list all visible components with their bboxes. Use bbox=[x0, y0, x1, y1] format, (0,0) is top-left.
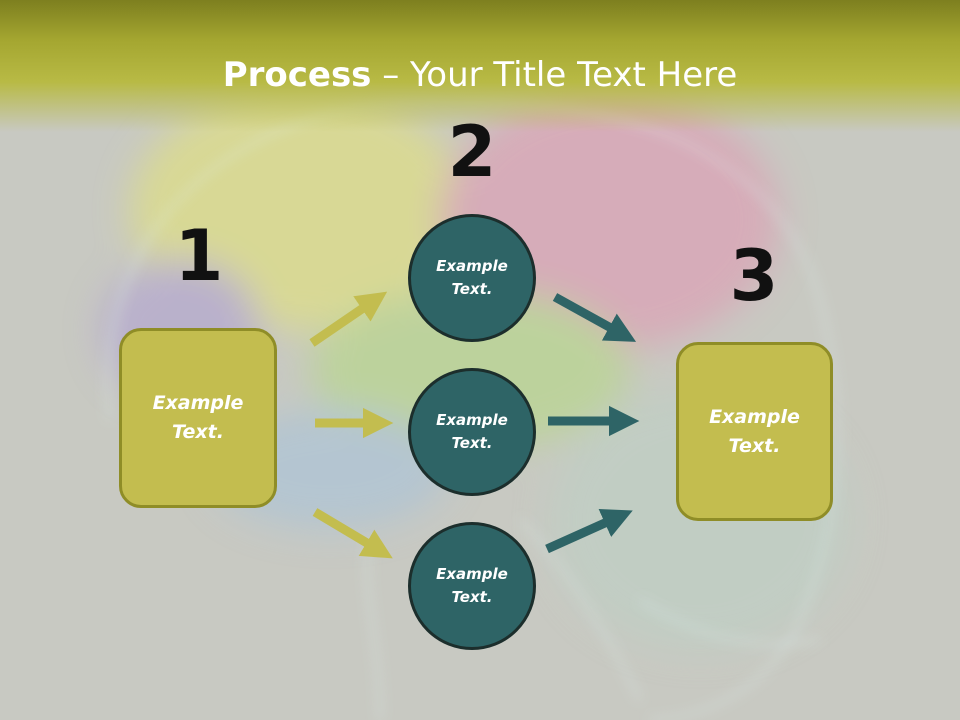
step2-circle-middle: Example Text. bbox=[408, 368, 536, 496]
step2-circle-middle-text: Example Text. bbox=[436, 411, 508, 452]
step3-box: Example Text. bbox=[676, 342, 833, 521]
step2-circle-bottom: Example Text. bbox=[408, 522, 536, 650]
arrow-1-to-bottom bbox=[312, 508, 393, 559]
arrow-bottom-to-3 bbox=[545, 509, 633, 554]
arrow-1-to-top bbox=[309, 291, 388, 347]
title-bar bbox=[0, 0, 960, 132]
title-rest: – Your Title Text Here bbox=[371, 55, 738, 95]
arrow-top-to-3 bbox=[552, 293, 637, 342]
step1-box: Example Text. bbox=[119, 328, 277, 508]
step-number-3: 3 bbox=[729, 235, 779, 317]
step1-text: Example Text. bbox=[152, 392, 244, 443]
step3-text: Example Text. bbox=[709, 405, 800, 457]
step-number-2: 2 bbox=[447, 111, 497, 193]
step2-circle-top: Example Text. bbox=[408, 214, 536, 342]
title-bold: Process bbox=[222, 55, 372, 95]
slide-title: Process – Your Title Text Here bbox=[0, 54, 960, 96]
step2-circle-bottom-text: Example Text. bbox=[436, 565, 508, 606]
step2-circle-top-text: Example Text. bbox=[436, 257, 508, 298]
step-number-1: 1 bbox=[174, 215, 224, 297]
